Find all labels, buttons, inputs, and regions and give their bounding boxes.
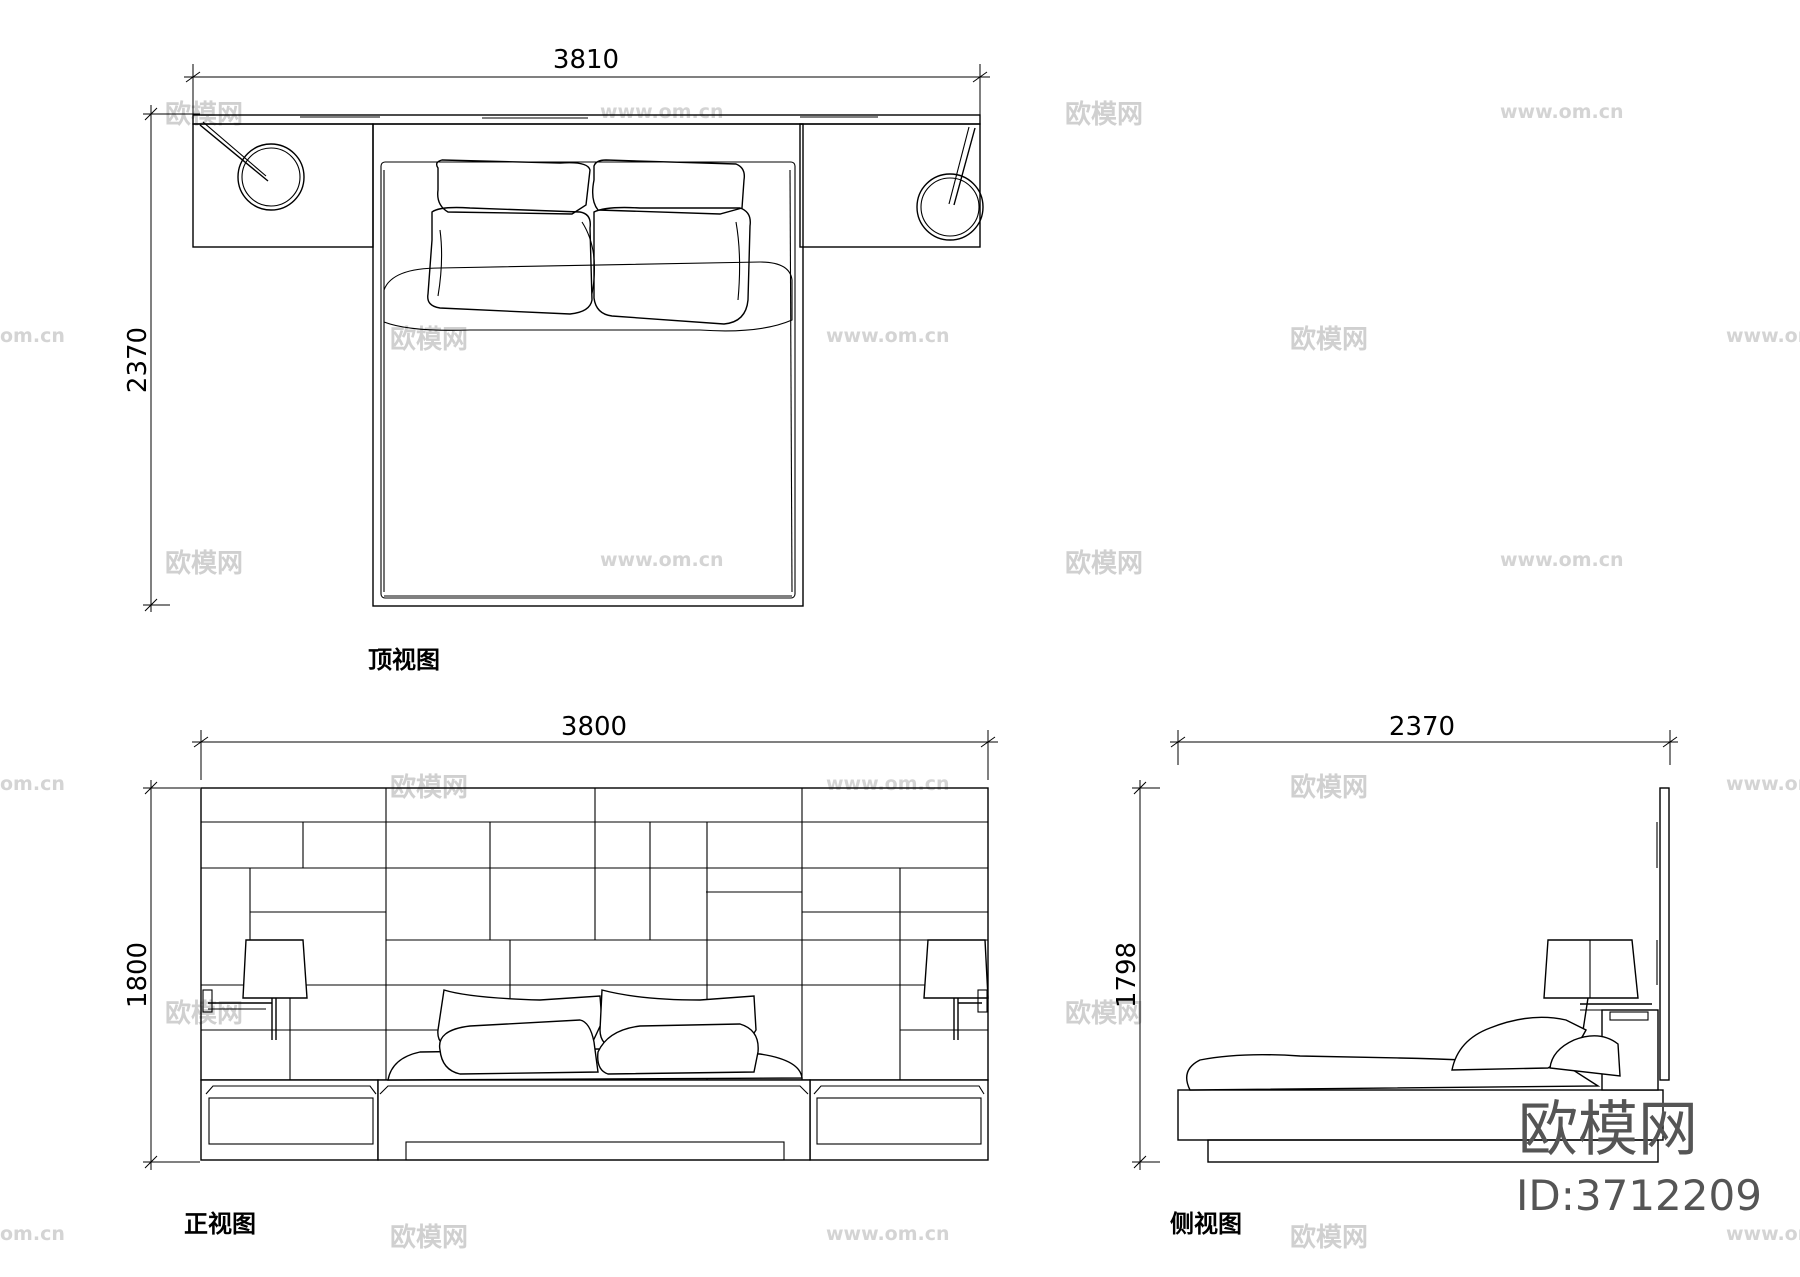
- watermark-site: www.om.cn: [826, 325, 950, 347]
- side-view: 2370 1798: [1112, 712, 1678, 1170]
- watermark-edge: om.cn: [0, 1223, 65, 1245]
- top-depth-dimension: 2370: [123, 105, 200, 612]
- bed-frame-outline: [372, 123, 804, 607]
- front-width-label: 3800: [561, 712, 627, 742]
- watermark-logo: 欧模网: [165, 548, 243, 579]
- front-height-label: 1800: [123, 942, 153, 1008]
- watermark-logo: 欧模网: [1290, 772, 1368, 803]
- watermark-edge: om.cn: [0, 325, 65, 347]
- side-height-label: 1798: [1112, 942, 1142, 1008]
- lamp-left-front: [202, 939, 308, 1040]
- watermark-site: www.om.cn: [1726, 325, 1800, 347]
- lamp-right-front: [923, 939, 989, 1040]
- side-depth-dimension: 2370: [1170, 712, 1678, 765]
- watermark-logo: 欧模网: [1290, 1222, 1368, 1253]
- watermark-logo: 欧模网: [1290, 324, 1368, 355]
- front-view: 3800 1800: [123, 712, 998, 1170]
- caption-top-view: 顶视图: [368, 645, 440, 674]
- watermark-logo: 欧模网: [1065, 99, 1143, 130]
- pillow-front-left: [427, 206, 593, 315]
- watermark-logo: 欧模网: [390, 1222, 468, 1253]
- watermark-site: www.om.cn: [1726, 1223, 1800, 1245]
- bed-base-front: [377, 1079, 811, 1161]
- brand-logo-text: 欧模网: [1518, 1095, 1698, 1165]
- side-depth-label: 2370: [1389, 712, 1455, 742]
- lamp-left-top: [199, 121, 305, 211]
- watermark-site: www.om.cn: [826, 1223, 950, 1245]
- watermark-site: www.om.cn: [1726, 773, 1800, 795]
- watermark-site: www.om.cn: [600, 549, 724, 571]
- side-height-dimension: 1798: [1112, 780, 1160, 1170]
- top-width-label: 3810: [553, 45, 619, 75]
- watermark-site: www.om.cn: [1500, 101, 1624, 123]
- top-width-dimension: 3810: [184, 45, 990, 118]
- front-height-dimension: 1800: [123, 780, 200, 1170]
- watermark-edge: om.cn: [0, 773, 65, 795]
- watermark-site: www.om.cn: [826, 773, 950, 795]
- watermark-site: www.om.cn: [600, 101, 724, 123]
- caption-side-view: 侧视图: [1170, 1209, 1242, 1238]
- front-width-dimension: 3800: [192, 712, 998, 780]
- top-view: 3810 2370: [123, 45, 990, 612]
- caption-front-view: 正视图: [184, 1209, 256, 1238]
- watermark-site: www.om.cn: [1500, 549, 1624, 571]
- brand-model-id: ID:3712209: [1516, 1171, 1762, 1220]
- pillow-back-left: [435, 159, 591, 215]
- pillow-front-right: [593, 206, 751, 325]
- lamp-right-top: [916, 126, 984, 241]
- watermark-logo: 欧模网: [1065, 998, 1143, 1029]
- watermark-logo: 欧模网: [1065, 548, 1143, 579]
- pillow-back-right: [591, 159, 746, 215]
- watermark-logo: 欧模网: [390, 324, 468, 355]
- top-depth-label: 2370: [123, 327, 153, 393]
